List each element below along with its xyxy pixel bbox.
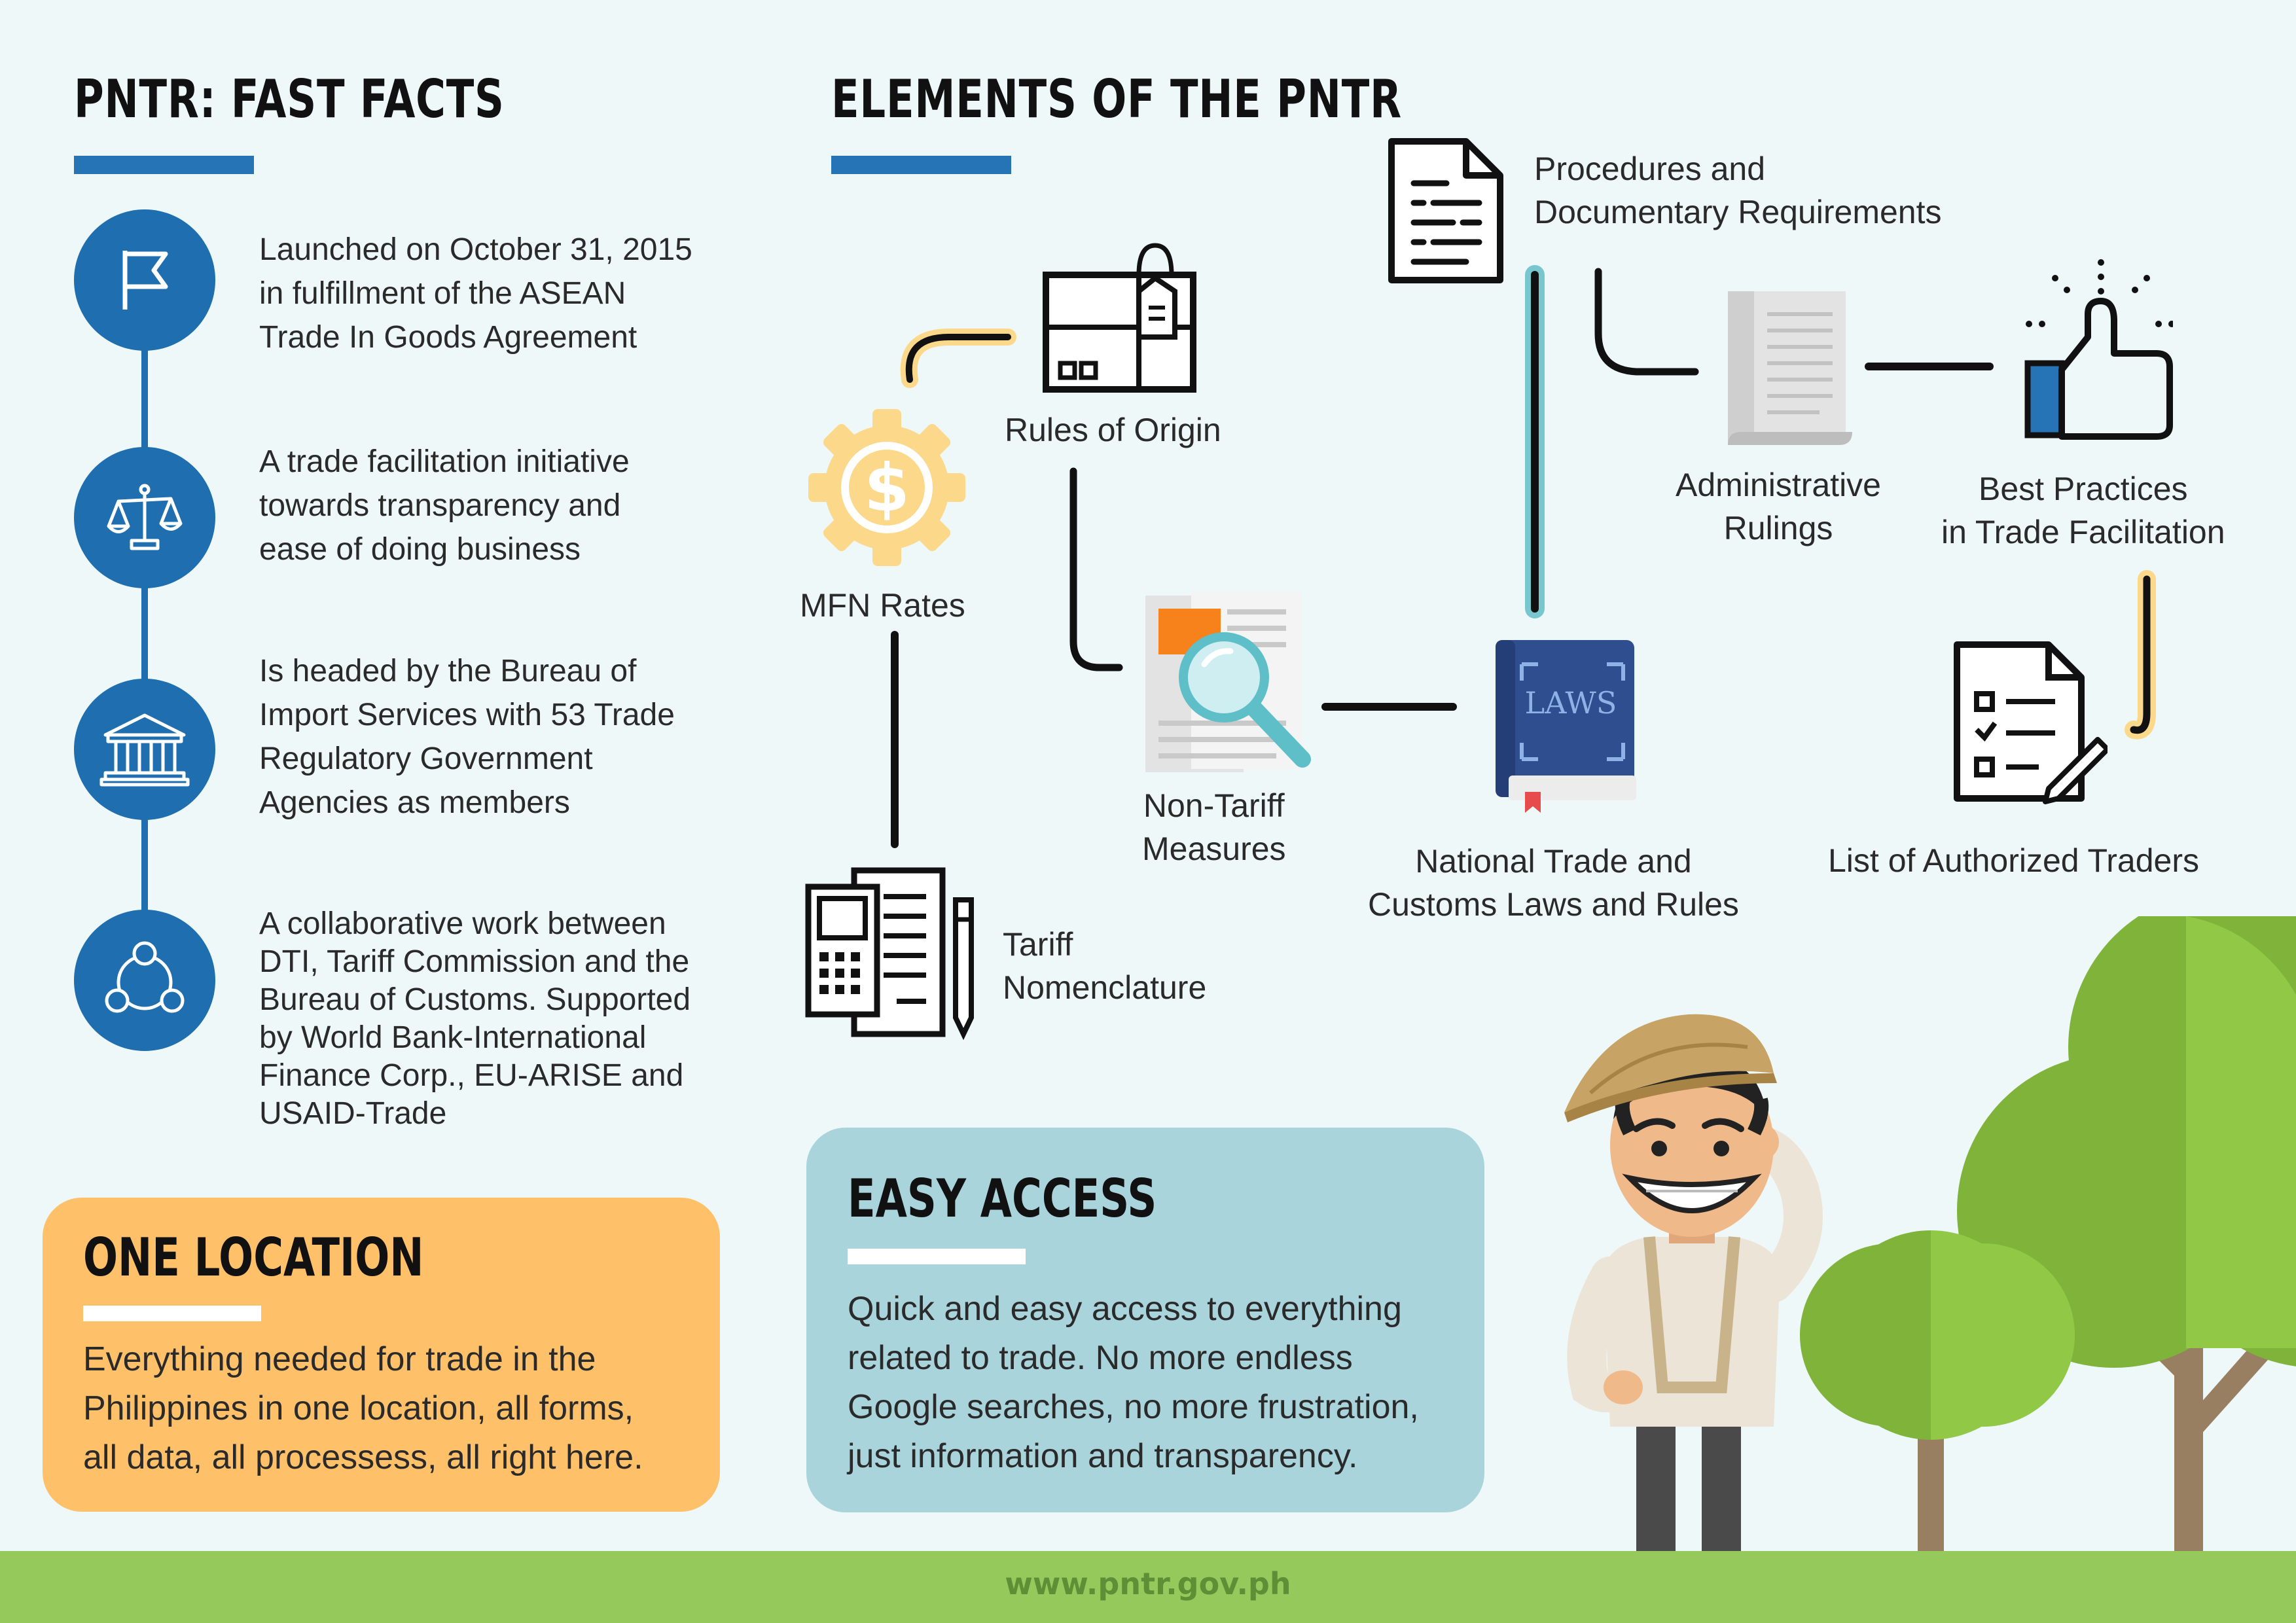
trees-illustration xyxy=(1800,916,2296,1558)
tariff-calculator-icon xyxy=(805,867,974,1041)
thumbs-up-icon xyxy=(2024,259,2173,440)
farmer-character-illustration xyxy=(1564,1014,1823,1623)
document-icon xyxy=(1388,138,1503,283)
footer: www.pntr.gov.ph xyxy=(0,1566,2296,1601)
easy-access-underline xyxy=(848,1249,1026,1264)
easy-access-title: EASY ACCESS xyxy=(848,1168,1157,1229)
easy-access-box: EASY ACCESS Quick and easy access to eve… xyxy=(806,1128,1484,1512)
title-underline xyxy=(74,156,254,174)
footer-bar xyxy=(0,1551,2296,1623)
fast-facts-section: PNTR: FAST FACTS xyxy=(74,69,626,130)
flag-icon xyxy=(74,209,215,351)
svg-text:$: $ xyxy=(864,450,910,526)
rules-of-origin-label: Rules of Origin xyxy=(1005,412,1221,448)
elements-title: ELEMENTS OF THE PNTR xyxy=(831,69,1402,130)
elements-title-underline xyxy=(831,156,1011,174)
elements-section: ELEMENTS OF THE PNTR xyxy=(831,69,1563,130)
laws-book-text: LAWS xyxy=(1525,685,1617,721)
one-location-title: ONE LOCATION xyxy=(83,1227,424,1288)
authorized-traders-label: List of Authorized Traders xyxy=(1828,842,2199,879)
mfn-rates-label: MFN Rates xyxy=(800,587,965,624)
collaboration-network-icon xyxy=(74,910,215,1051)
connector-lines xyxy=(891,265,2156,848)
one-location-underline xyxy=(83,1306,261,1321)
magnifier-document-icon xyxy=(1145,592,1311,772)
one-location-box: ONE LOCATION Everything needed for trade… xyxy=(43,1198,720,1512)
government-building-icon xyxy=(74,679,215,820)
laws-book-icon: LAWS xyxy=(1496,640,1636,813)
checklist-icon xyxy=(1954,641,2108,804)
footer-url-link[interactable]: www.pntr.gov.ph xyxy=(1005,1566,1291,1601)
dollar-gear-icon: $ xyxy=(808,409,965,566)
timeline-line xyxy=(141,340,148,995)
scales-icon xyxy=(74,447,215,588)
fast-facts-title: PNTR: FAST FACTS xyxy=(74,69,505,130)
package-tag-icon xyxy=(1043,243,1196,393)
scroll-rulings-icon xyxy=(1728,291,1852,445)
